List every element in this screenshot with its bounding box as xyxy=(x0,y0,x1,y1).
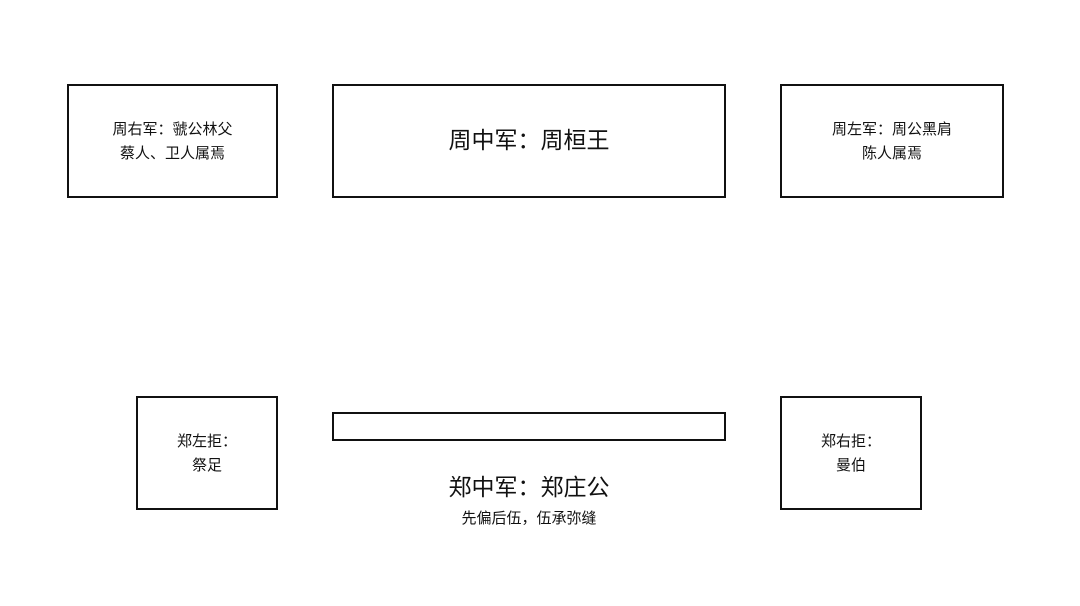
zheng-center-army-title: 郑中军：郑庄公 xyxy=(448,475,610,501)
zhou-center-army-box: 周中军：周桓王 xyxy=(332,84,726,198)
zheng-right-wing-title: 郑右拒： xyxy=(820,432,881,450)
zheng-left-wing-commander: 祭足 xyxy=(191,456,222,474)
zheng-center-army-bar xyxy=(332,412,726,441)
zhou-left-army-box: 周左军：周公黑肩 陈人属焉 xyxy=(780,84,1004,198)
zheng-center-army-label: 郑中军：郑庄公 先偏后伍，伍承弥缝 xyxy=(332,472,726,530)
zhou-center-army-title: 周中军：周桓王 xyxy=(448,128,610,154)
zheng-center-army-tactic: 先偏后伍，伍承弥缝 xyxy=(461,509,597,527)
zheng-left-wing-box: 郑左拒： 祭足 xyxy=(136,396,278,510)
zhou-left-army-allies: 陈人属焉 xyxy=(861,144,922,162)
zhou-right-army-commander: 周右军：虢公林父 xyxy=(112,120,233,138)
zhou-right-army-allies: 蔡人、卫人属焉 xyxy=(119,144,225,162)
zhou-right-army-box: 周右军：虢公林父 蔡人、卫人属焉 xyxy=(67,84,278,198)
zheng-right-wing-box: 郑右拒： 曼伯 xyxy=(780,396,922,510)
zhou-left-army-commander: 周左军：周公黑肩 xyxy=(831,120,952,138)
zheng-left-wing-title: 郑左拒： xyxy=(176,432,237,450)
zheng-right-wing-commander: 曼伯 xyxy=(835,456,866,474)
